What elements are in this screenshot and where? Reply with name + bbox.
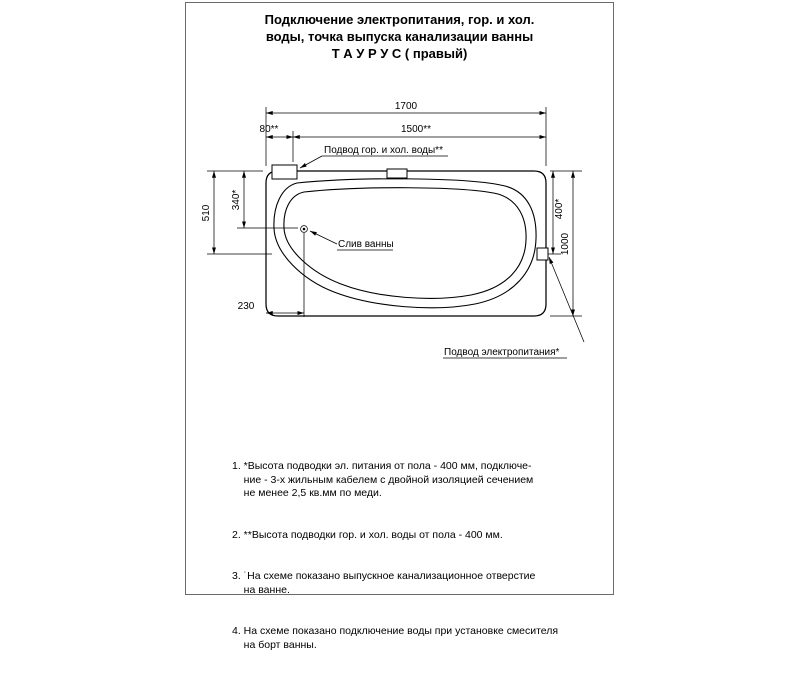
leader-line <box>548 256 585 343</box>
page-title: Подключение электропитания, гор. и хол. … <box>186 11 613 62</box>
bathtub-plan-drawing: 1700 80** 1500** Подвод гор. и хол. воды… <box>201 101 585 359</box>
label-text: Подвод гор. и хол. воды** <box>324 145 443 156</box>
title-line-3: Т А У Р У С ( правый) <box>331 46 468 61</box>
dimension-text: 400* <box>554 199 565 220</box>
bathtub-outline <box>265 170 547 317</box>
water-supply-connector <box>271 164 298 180</box>
title-line-2: воды, точка выпуска канализации ванны <box>265 29 534 44</box>
bathtub-rim <box>273 178 537 309</box>
dim-right-outer: 1000 <box>550 171 582 317</box>
dimension-text: 1700 <box>395 101 418 112</box>
dimension-text: 1500** <box>401 124 431 135</box>
footnotes: 1. *Высота подводки эл. питания от пола … <box>232 433 558 680</box>
power-supply-label: Подвод электропитания* <box>443 256 585 359</box>
drawing-sheet: Подключение электропитания, гор. и хол. … <box>185 2 614 651</box>
note-3: 3. ˙На схеме показано выпускное канализа… <box>232 570 536 596</box>
dim-left-outer: 510 <box>201 170 272 255</box>
label-text: Подвод электропитания* <box>444 347 560 358</box>
dim-drain-offset: 230 <box>238 233 305 317</box>
leader-line <box>309 230 338 245</box>
dim-supply-offset: 80** <box>260 124 294 162</box>
dimension-text: 230 <box>238 301 255 312</box>
bathtub-basin <box>283 187 527 299</box>
note-2: 2. **Высота подводки гор. и хол. воды от… <box>232 528 503 541</box>
dim-supply-span: 1500** <box>293 124 546 140</box>
power-connector <box>536 247 549 261</box>
dimension-text: 80** <box>260 124 279 135</box>
title-line-1: Подключение электропитания, гор. и хол. <box>264 12 535 27</box>
drain-label: Слив ванны <box>309 230 394 251</box>
water-supply-label: Подвод гор. и хол. воды** <box>299 145 448 169</box>
drain-circle <box>300 225 308 233</box>
drain-symbol <box>300 225 308 233</box>
dimension-text: 340* <box>231 190 242 211</box>
note-1: 1. *Высота подводки эл. питания от пола … <box>232 460 534 499</box>
note-4: 4. На схеме показано подключение воды пр… <box>232 625 559 651</box>
rim-mixer-position <box>386 168 408 179</box>
drain-dot <box>302 227 306 231</box>
leader-line <box>299 155 323 169</box>
dim-right-inner: 400* <box>548 170 582 255</box>
dim-left-inner: 340* <box>231 171 298 229</box>
dimension-text: 1000 <box>560 232 571 255</box>
dimension-text: 510 <box>201 204 212 221</box>
label-text: Слив ванны <box>338 239 394 250</box>
